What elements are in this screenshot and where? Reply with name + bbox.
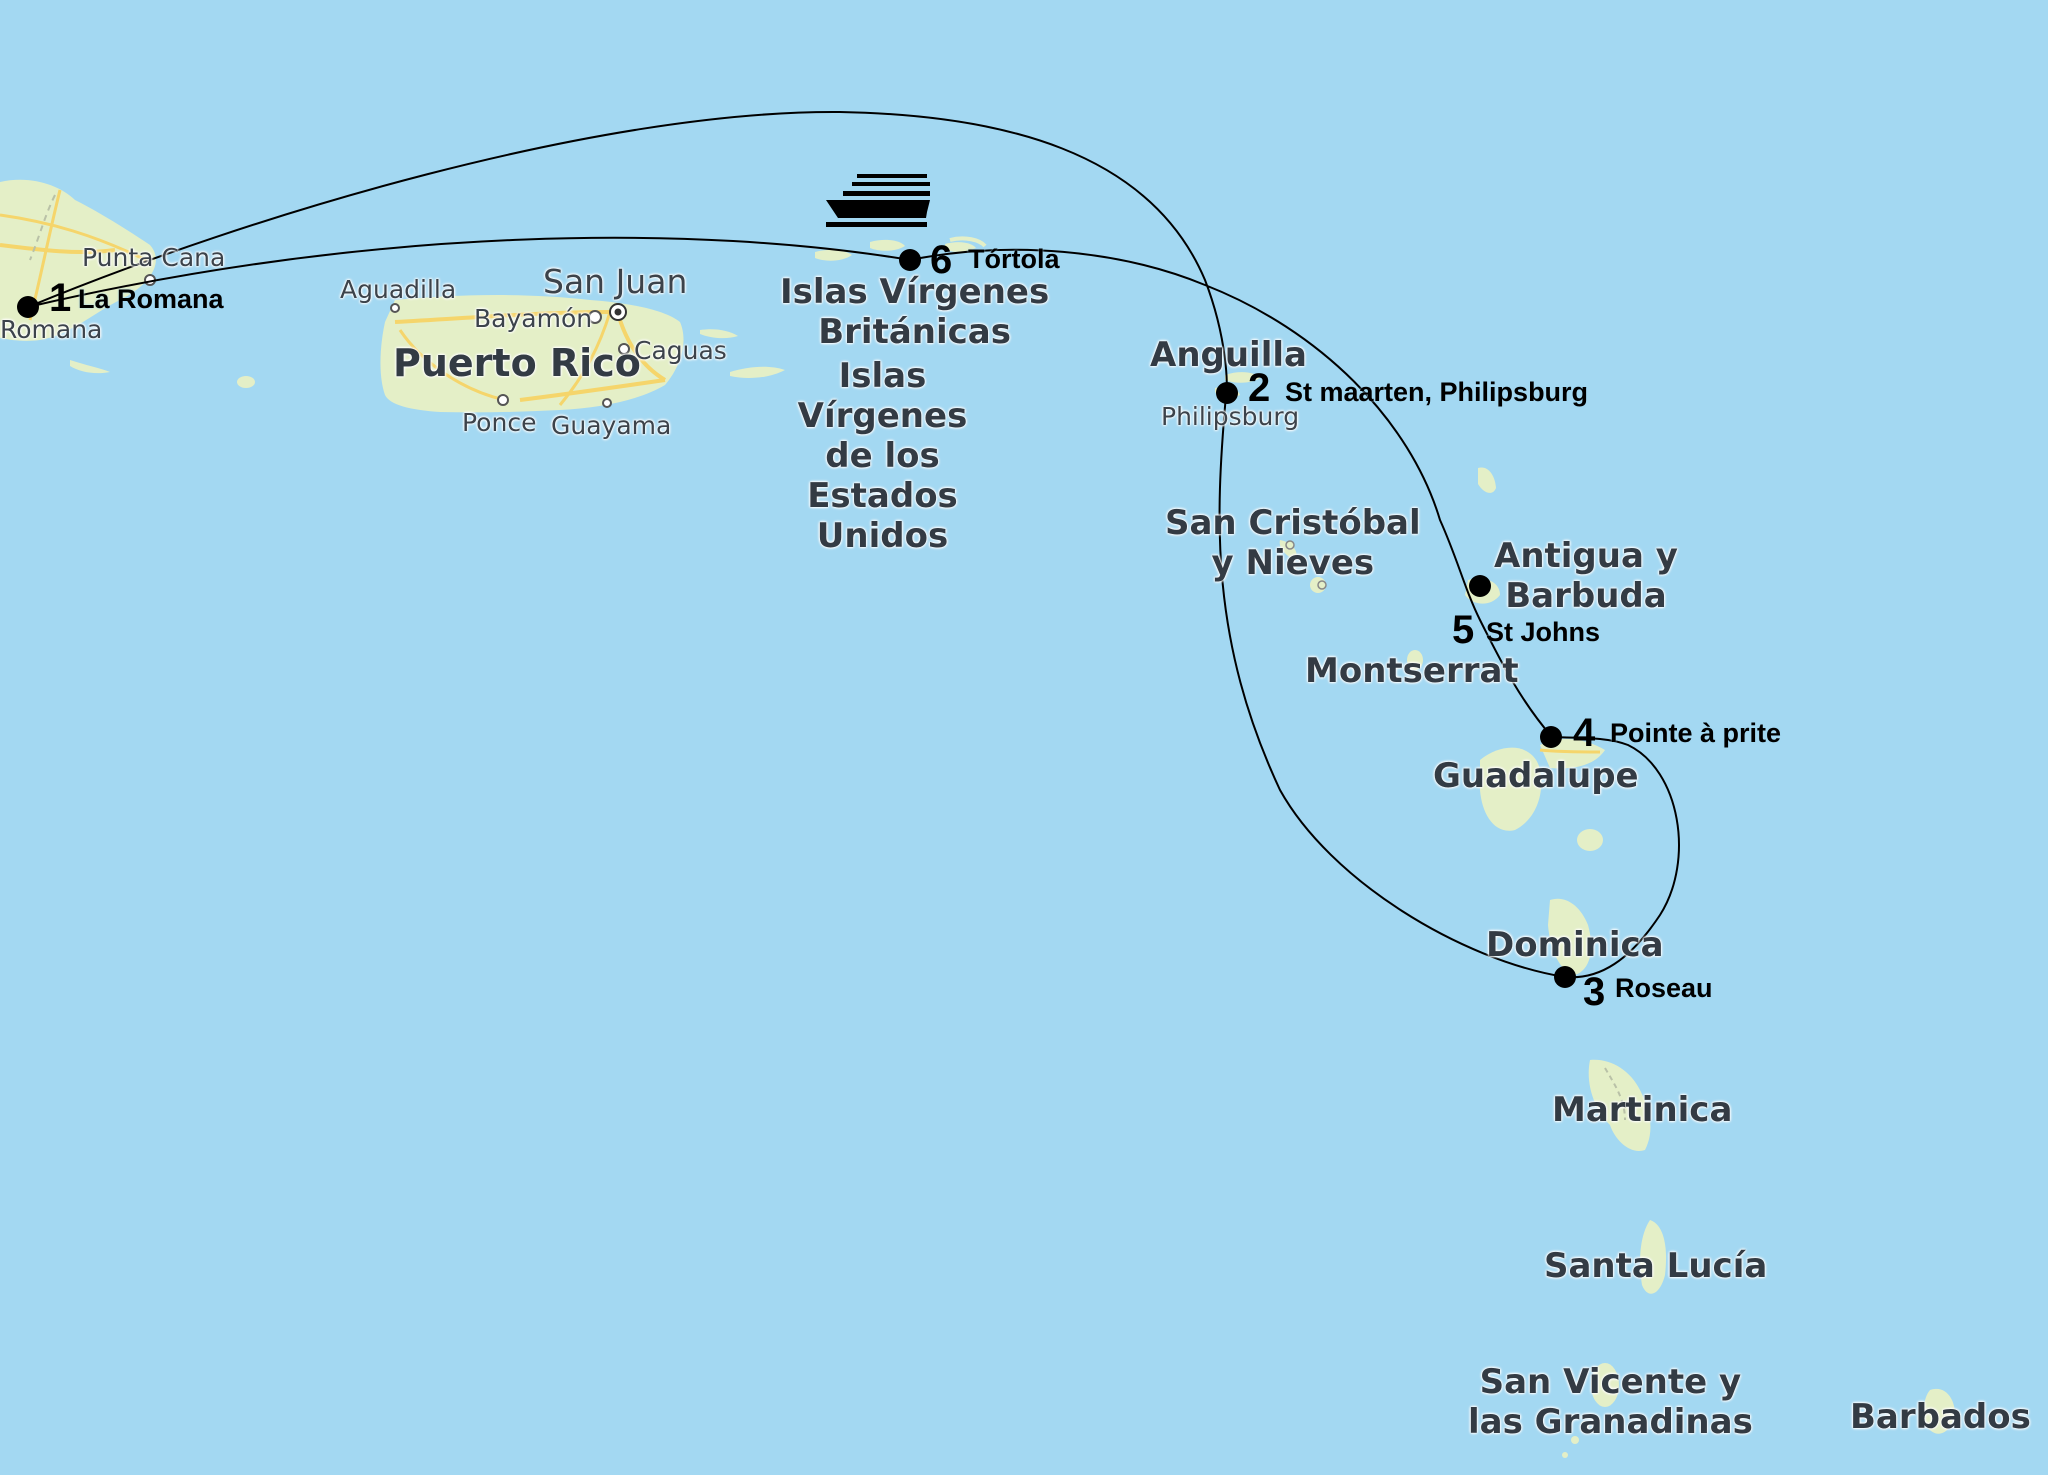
usvi-line-5: Unidos <box>816 516 949 556</box>
stop-name-la-romana[interactable]: La Romana <box>78 284 224 314</box>
santa-lucia-land <box>1640 1220 1667 1294</box>
country-label-santa-lucia: Santa Lucía <box>1544 1246 1768 1286</box>
stop-dot-roseau[interactable] <box>1554 966 1576 988</box>
usvi-line-3: de los <box>825 436 940 476</box>
stop-dot-philipsburg[interactable] <box>1216 382 1238 404</box>
san-vicente-line-2: las Granadinas <box>1468 1402 1753 1442</box>
city-label-guayama: Guayama <box>551 411 672 440</box>
cruise-ship-icon <box>826 174 930 227</box>
city-label-aguadilla: Aguadilla <box>340 275 457 304</box>
country-label-st-kitts: San Cristóbal y Nieves <box>1165 503 1421 583</box>
stop-name-pointe-a-pitre[interactable]: Pointe à prite <box>1610 718 1782 748</box>
virgin-islands-land <box>815 236 987 261</box>
country-label-bvi: Islas Vírgenes Británicas <box>780 272 1049 352</box>
basseterre-marker <box>1285 540 1295 550</box>
barbados-land <box>1923 1388 1955 1434</box>
country-label-martinica: Martinica <box>1552 1090 1733 1130</box>
city-label-ponce: Ponce <box>462 408 537 437</box>
stop-number-6: 6 <box>930 238 953 282</box>
st-kitts-land <box>1279 540 1297 560</box>
usvi-line-2: Vírgenes <box>797 396 968 436</box>
antigua-line-2: Barbuda <box>1505 576 1667 616</box>
city-label-san-juan: San Juan <box>543 262 688 301</box>
country-label-usvi: Islas Vírgenes de los Estados Unidos <box>775 356 990 556</box>
stop-number-1: 1 <box>49 276 72 320</box>
martinica-land <box>1588 1059 1651 1151</box>
stop-dot-tortola[interactable] <box>899 249 921 271</box>
city-markers <box>144 274 630 408</box>
san-juan-marker <box>609 303 627 321</box>
city-label-caguas: Caguas <box>634 336 727 365</box>
barbuda-land <box>1478 467 1496 493</box>
country-label-barbados: Barbados <box>1850 1397 2031 1437</box>
country-label-anguilla: Anguilla <box>1150 335 1307 375</box>
country-label-montserrat: Montserrat <box>1305 651 1519 691</box>
city-label-philipsburg: Philipsburg <box>1161 402 1300 431</box>
stop-name-philipsburg[interactable]: St maarten, Philipsburg <box>1285 377 1589 407</box>
stop-number-4: 4 <box>1573 711 1596 755</box>
aguadilla-marker <box>390 303 400 313</box>
bvi-line-2: Británicas <box>818 312 1011 352</box>
city-label-punta-cana: Punta Cana <box>82 243 226 272</box>
bvi-line-1: Islas Vírgenes <box>780 272 1050 312</box>
cruise-route-line <box>27 110 1680 979</box>
stop-number-2: 2 <box>1248 366 1271 410</box>
stop-name-st-johns[interactable]: St Johns <box>1486 617 1601 647</box>
country-label-san-vicente: San Vicente y las Granadinas <box>1468 1362 1753 1442</box>
st-kitts-line-1: San Cristóbal <box>1165 503 1421 543</box>
city-label-romana: Romana <box>0 315 103 344</box>
montserrat-land <box>1407 650 1423 670</box>
stop-name-tortola[interactable]: Tórtola <box>968 244 1060 274</box>
charlestown-marker <box>1317 580 1327 590</box>
bayamon-marker <box>588 310 602 324</box>
mona-island <box>237 376 255 388</box>
country-label-dominica: Dominica <box>1486 925 1664 965</box>
stop-dot-st-johns[interactable] <box>1469 575 1491 597</box>
stop-dot-pointe-a-pitre[interactable] <box>1540 726 1562 748</box>
usvi-line-1: Islas <box>838 356 927 396</box>
guayama-marker <box>602 398 612 408</box>
stop-name-roseau[interactable]: Roseau <box>1615 973 1713 1003</box>
st-kitts-line-2: y Nieves <box>1211 543 1375 583</box>
stop-number-3: 3 <box>1583 970 1606 1014</box>
san-vicente-land <box>1562 1363 1619 1458</box>
city-label-bayamon: Bayamón <box>474 304 593 333</box>
stop-dot-la-romana[interactable] <box>17 296 39 318</box>
san-vicente-line-1: San Vicente y <box>1479 1362 1742 1402</box>
dominica-land <box>1548 898 1592 975</box>
country-label-guadalupe: Guadalupe <box>1433 756 1639 796</box>
country-label-puerto-rico: Puerto Rico <box>393 341 641 385</box>
ponce-marker <box>497 394 509 406</box>
caguas-marker <box>618 343 630 355</box>
country-label-antigua: Antigua y Barbuda <box>1494 536 1678 616</box>
stop-number-5: 5 <box>1452 608 1475 652</box>
antigua-line-1: Antigua y <box>1494 536 1678 576</box>
usvi-line-4: Estados <box>807 476 958 516</box>
